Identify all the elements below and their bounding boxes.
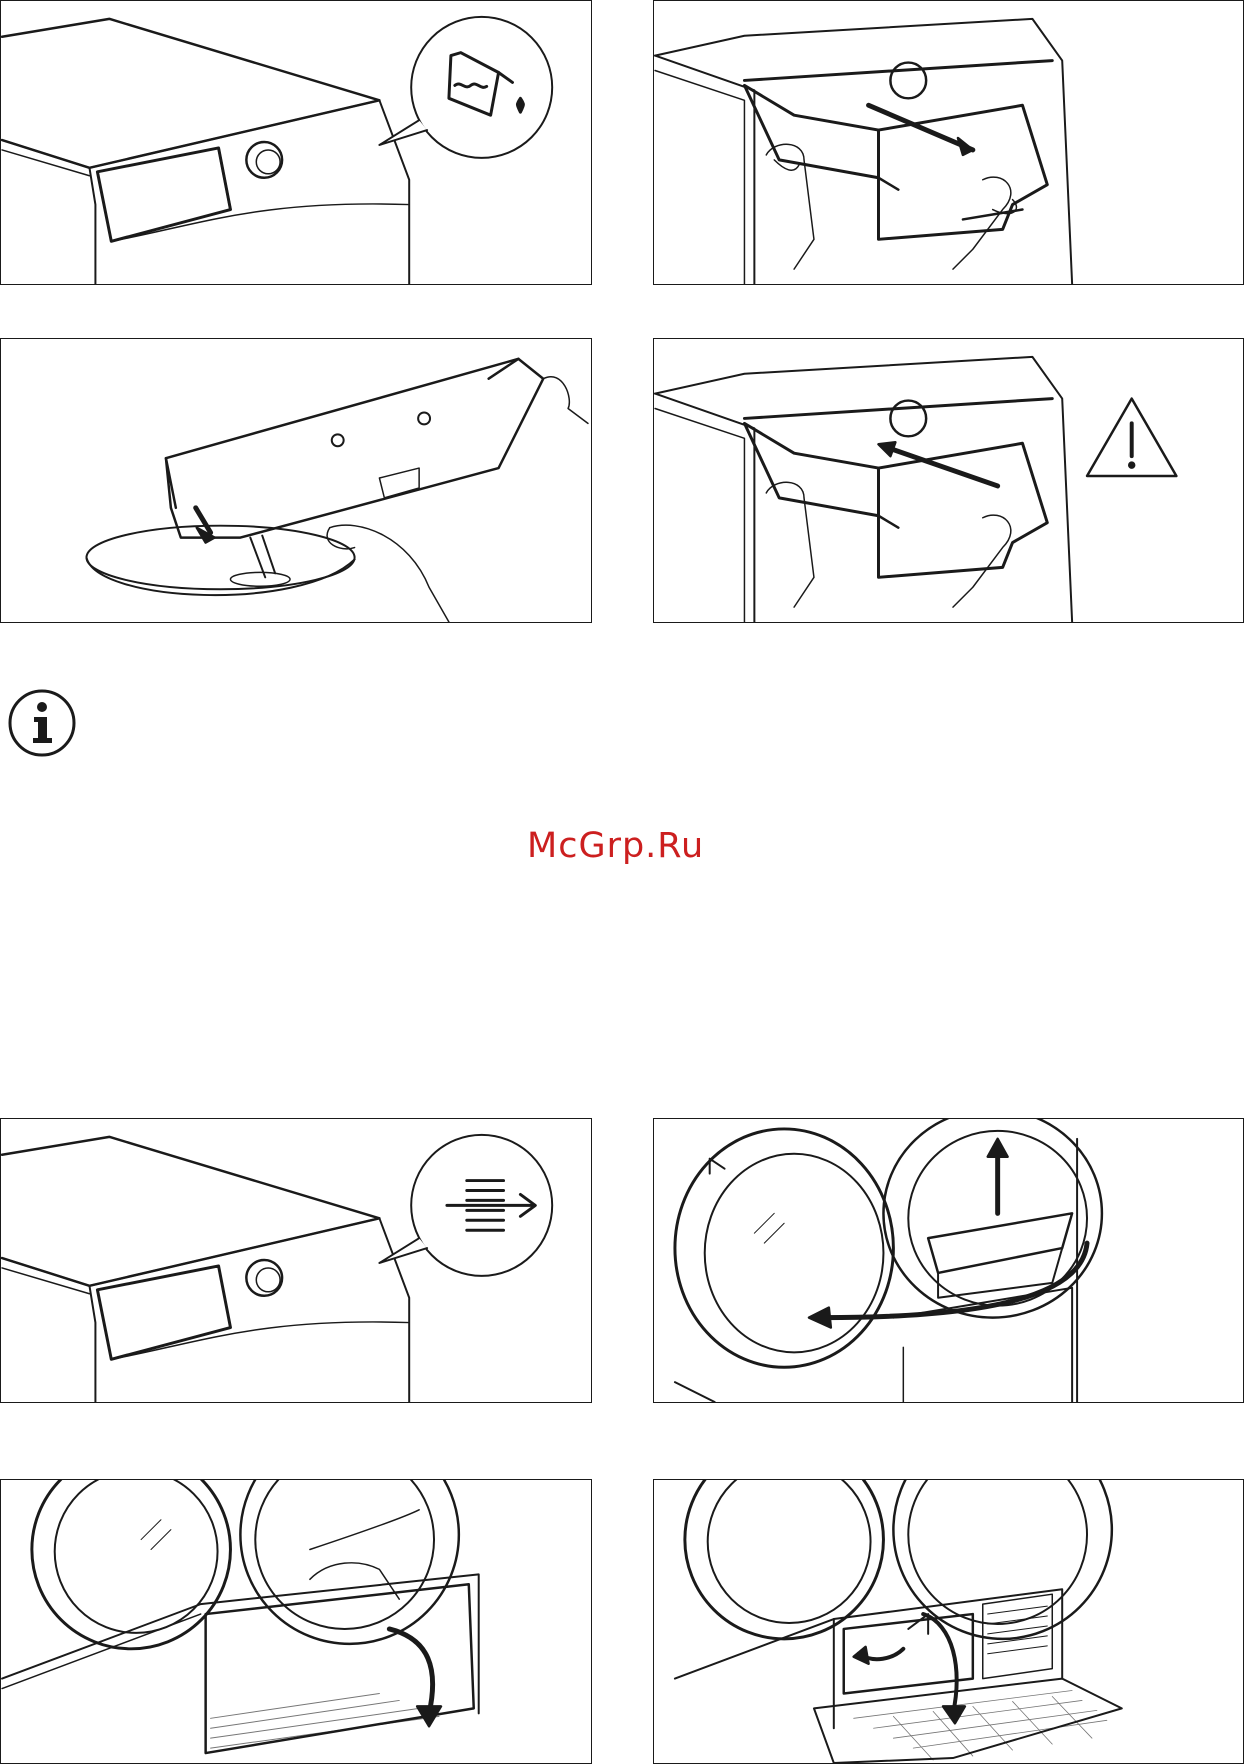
pull-out-water-container-panel — [653, 0, 1244, 285]
info-icon — [7, 688, 77, 758]
dryer-top-condenser-panel — [0, 1118, 592, 1403]
dryer-top-water-container-panel — [0, 0, 592, 285]
open-condenser-cover-panel — [0, 1479, 592, 1764]
condenser-icon — [447, 1181, 535, 1231]
empty-water-container-panel — [0, 338, 592, 623]
water-container-icon — [449, 53, 523, 116]
watermark-text: McGrp.Ru — [527, 826, 704, 866]
unlock-condenser-levers-panel — [653, 1479, 1244, 1764]
open-door-remove-filter-panel — [653, 1118, 1244, 1403]
warning-triangle-icon — [1087, 399, 1176, 476]
push-in-water-container-panel — [653, 338, 1244, 623]
